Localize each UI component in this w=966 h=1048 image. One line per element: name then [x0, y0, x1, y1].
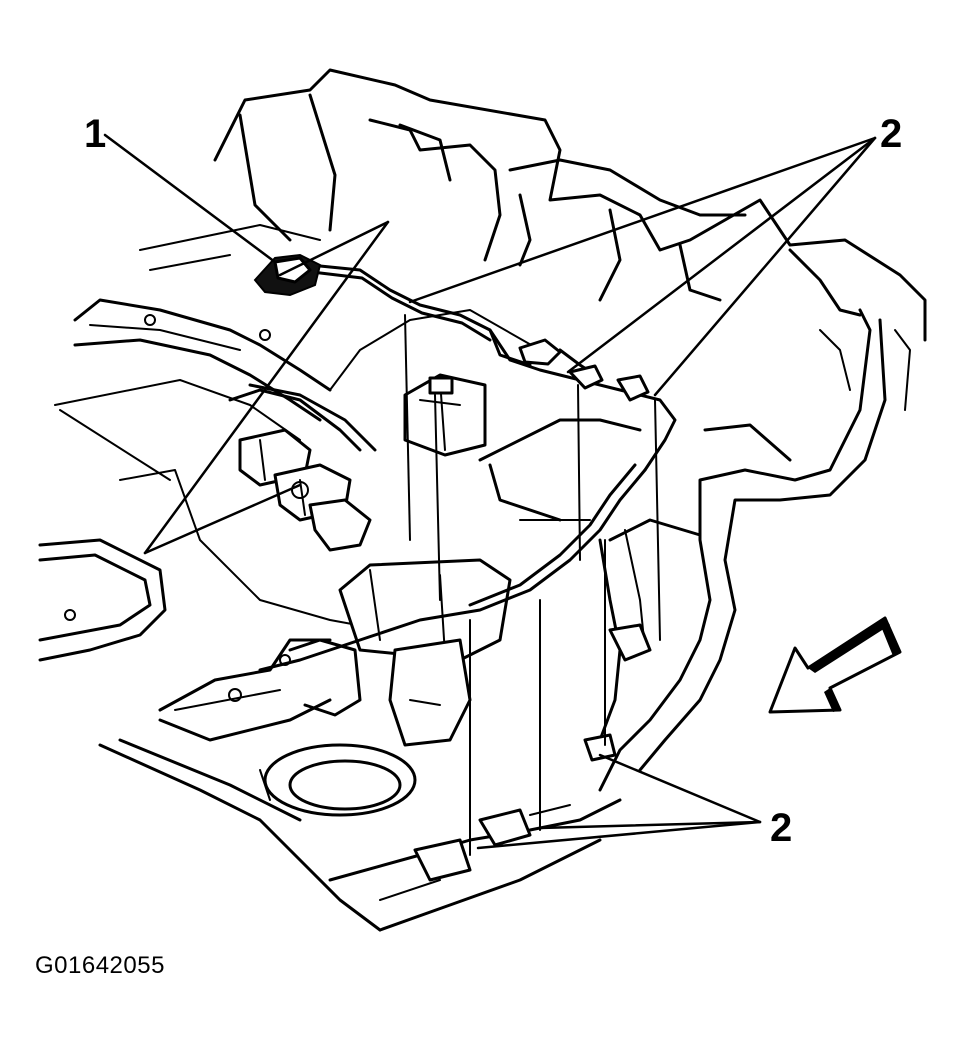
leader-lines — [103, 133, 877, 850]
callout-label-2-bottom: 2 — [770, 806, 793, 850]
forward-direction-arrow-icon — [768, 616, 902, 714]
connector-cluster — [228, 383, 377, 552]
callout-label-1: 1 — [84, 112, 107, 156]
left-floor-patch — [38, 538, 167, 662]
callout-label-2-top: 2 — [880, 112, 903, 156]
floor-pan — [119, 309, 642, 631]
tail-section — [158, 638, 362, 742]
rear-panel-structure — [139, 68, 927, 342]
module-assembly — [338, 373, 512, 747]
clip-drop-lines — [404, 314, 661, 856]
wire-harness — [253, 253, 677, 762]
spare-tire-well — [259, 743, 417, 817]
right-side-rail — [598, 308, 911, 792]
figure-id: G01642055 — [35, 952, 165, 979]
left-rail — [54, 298, 332, 481]
rear-sill — [98, 738, 622, 932]
